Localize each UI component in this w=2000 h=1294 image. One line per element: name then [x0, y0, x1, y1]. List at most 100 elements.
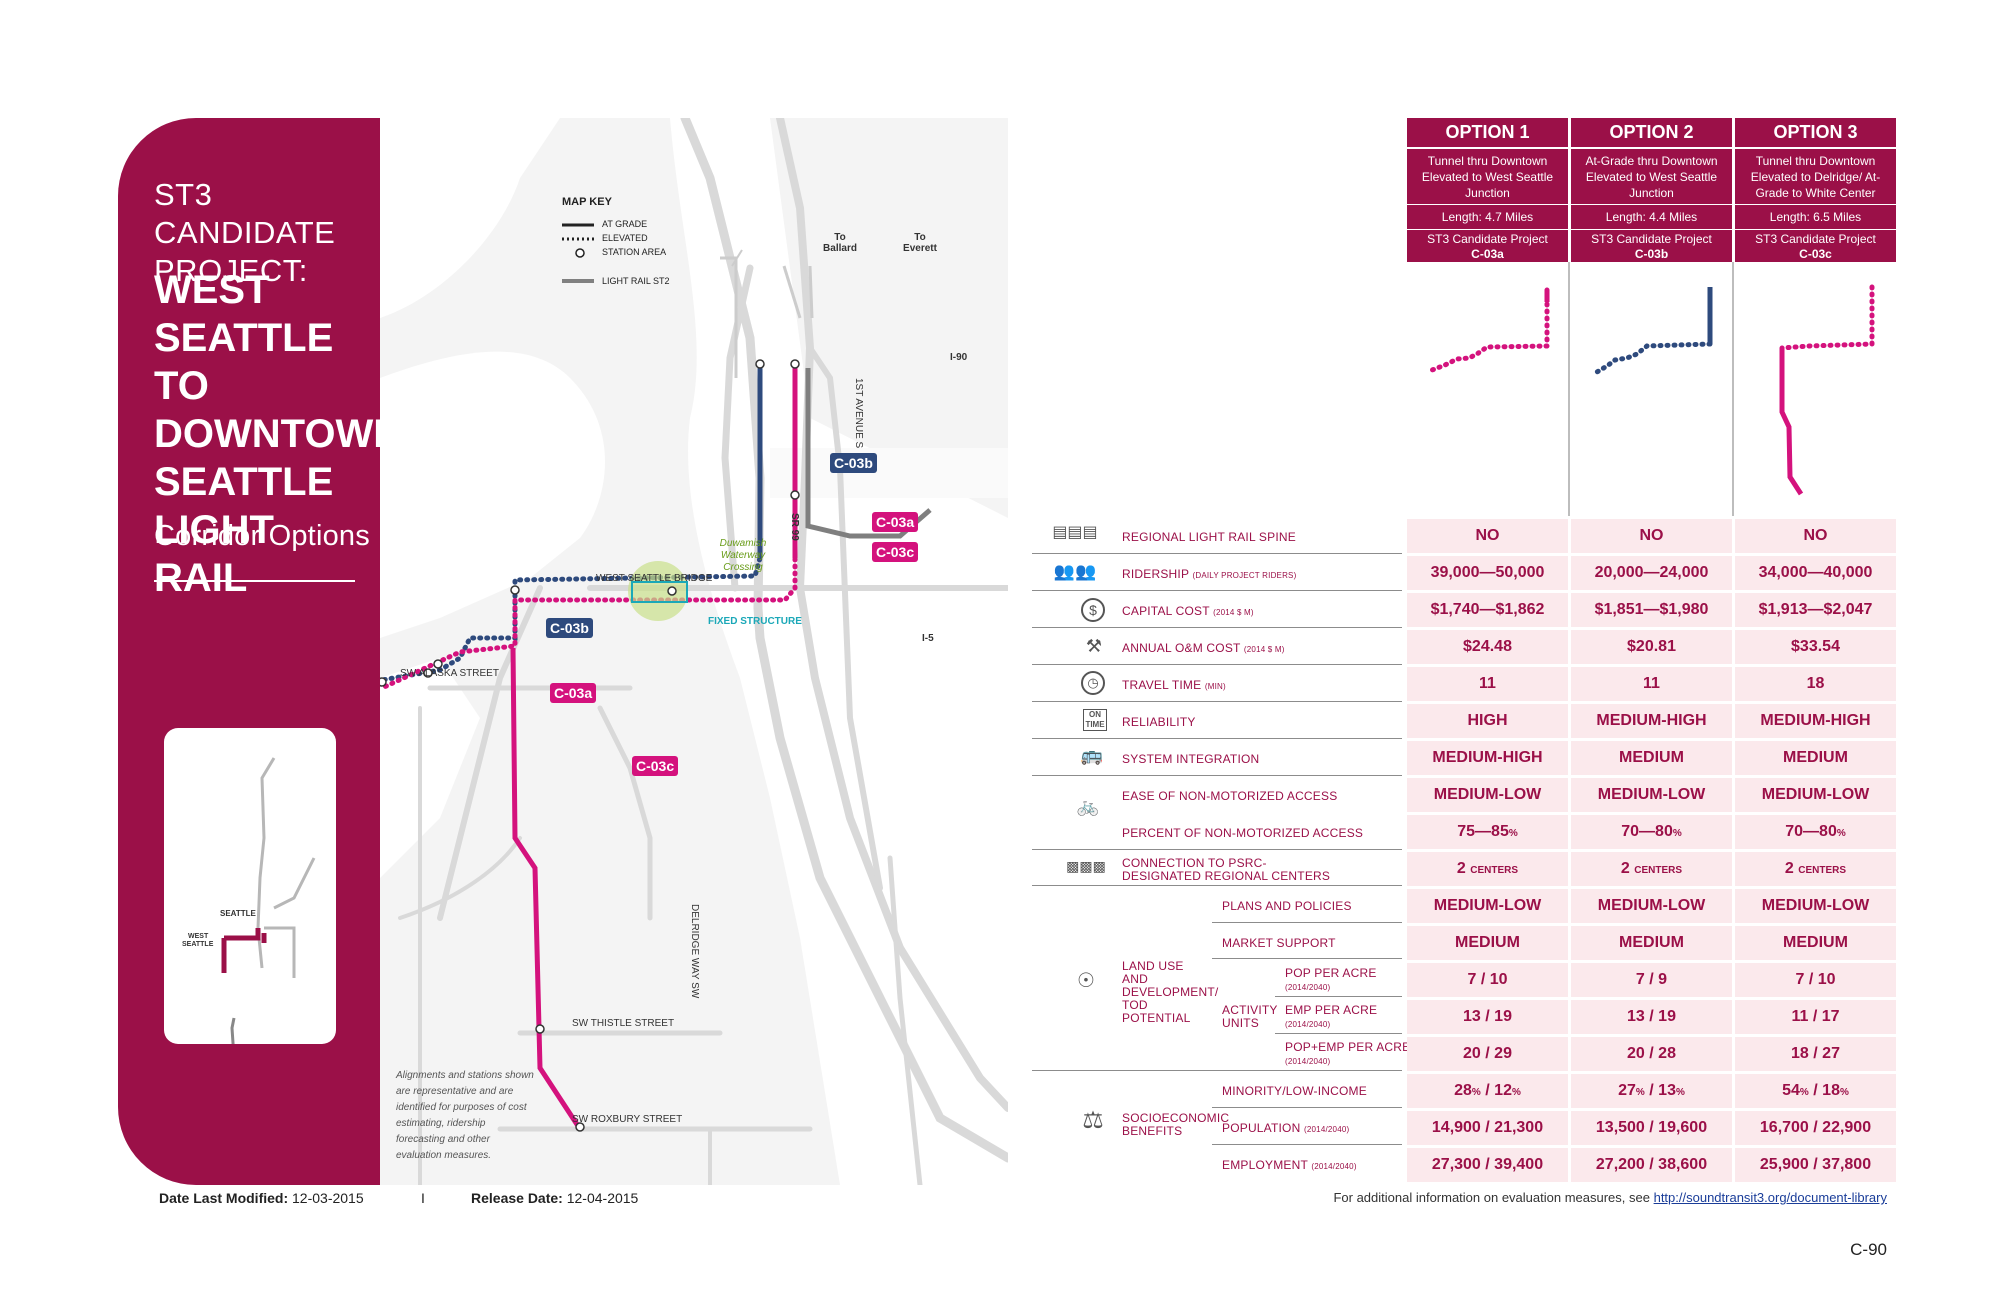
fixed-structure-label: FIXED STRUCTURE — [708, 616, 802, 627]
sr99-label: SR 99 — [789, 513, 800, 541]
badge-c03a-south: C-03a — [550, 683, 597, 703]
cell-capital-option-2: $1,851—$1,980 — [1571, 593, 1732, 627]
cell-popemp-acre-option-2: 20 / 28 — [1571, 1037, 1732, 1071]
label-spine: REGIONAL LIGHT RAIL SPINE — [1122, 530, 1296, 544]
cell-population-option-3: 16,700 / 22,900 — [1735, 1111, 1896, 1145]
page-subtitle: Corridor Options — [154, 520, 370, 552]
option-3-length: Length: 6.5 Miles — [1735, 205, 1896, 230]
cell-population-option-1: 14,900 / 21,300 — [1407, 1111, 1568, 1145]
label-integration: SYSTEM INTEGRATION — [1122, 752, 1260, 766]
cell-integration-option-2: MEDIUM — [1571, 741, 1732, 775]
page-number: C-90 — [1850, 1240, 1887, 1259]
column-separator — [1732, 262, 1734, 516]
label-reliability: RELIABILITY — [1122, 715, 1196, 729]
cell-pop-acre-option-2: 7 / 9 — [1571, 963, 1732, 997]
to-ballard-label: To Ballard — [823, 232, 857, 254]
skyline-icon: ▩▩▩ — [1066, 858, 1106, 874]
cell-capital-option-1: $1,740—$1,862 — [1407, 593, 1568, 627]
pre-title: ST3 CANDIDATE PROJECT: — [154, 177, 336, 288]
option-2-length: Length: 4.4 Miles — [1571, 205, 1732, 230]
cell-emp-acre-option-3: 11 / 17 — [1735, 1000, 1896, 1034]
label-capital: CAPITAL COST (2014 $ M) — [1122, 604, 1254, 618]
page-title: WEST SEATTLE TO DOWNTOWN SEATTLE LIGHT R… — [154, 268, 403, 600]
option-1-route — [1424, 287, 1550, 375]
cell-market-option-2: MEDIUM — [1571, 926, 1732, 960]
badge-c03c-north: C-03c — [872, 542, 919, 562]
on-time-icon: ON TIME — [1083, 709, 1107, 731]
cell-capital-option-3: $1,913—$2,047 — [1735, 593, 1896, 627]
cell-pop-acre-option-1: 7 / 10 — [1407, 963, 1568, 997]
cell-ease-access-option-2: MEDIUM-LOW — [1571, 778, 1732, 812]
roxbury-street-label: SW ROXBURY STREET — [572, 1114, 683, 1125]
label-popemp-acre: POP+EMP PER ACRE(2014/2040) — [1285, 1040, 1411, 1067]
label-plans: PLANS AND POLICIES — [1222, 899, 1352, 913]
label-ridership: RIDERSHIP (DAILY PROJECT RIDERS) — [1122, 567, 1297, 581]
badge-c03b-south: C-03b — [546, 618, 593, 638]
document-library-link[interactable]: http://soundtransit3.org/document-librar… — [1653, 1190, 1887, 1205]
svg-text:WEST: WEST — [188, 933, 209, 940]
west-seattle-bridge-label: WEST SEATTLE BRIDGE — [596, 573, 713, 584]
cell-population-option-2: 13,500 / 19,600 — [1571, 1111, 1732, 1145]
i90-label: I-90 — [950, 352, 968, 363]
option-3-details: Tunnel thru Downtown Elevated to Delridg… — [1735, 149, 1896, 262]
column-separator — [1568, 262, 1570, 516]
key-station-area: STATION AREA — [602, 247, 667, 257]
cell-integration-option-3: MEDIUM — [1735, 741, 1896, 775]
cell-employment-option-2: 27,200 / 38,600 — [1571, 1148, 1732, 1182]
cell-market-option-3: MEDIUM — [1735, 926, 1896, 960]
cell-psrc-option-3: 2 CENTERS — [1735, 852, 1896, 886]
cell-market-option-1: MEDIUM — [1407, 926, 1568, 960]
footer-divider: I — [421, 1190, 425, 1206]
label-minority: MINORITY/LOW-INCOME — [1222, 1084, 1367, 1098]
map-key-title: MAP KEY — [562, 196, 612, 208]
cell-reliability-option-2: MEDIUM-HIGH — [1571, 704, 1732, 738]
label-employment: EMPLOYMENT (2014/2040) — [1222, 1158, 1357, 1172]
cell-travel-option-2: 11 — [1571, 667, 1732, 701]
cell-ridership-option-2: 20,000—24,000 — [1571, 556, 1732, 590]
cell-psrc-option-2: 2 CENTERS — [1571, 852, 1732, 886]
label-land-use: LAND USE AND DEVELOPMENT/ TOD POTENTIAL — [1122, 959, 1219, 1025]
cell-ease-access-option-1: MEDIUM-LOW — [1407, 778, 1568, 812]
corridor-map: MAP KEY AT GRADE ELEVATED STATION AREA L… — [380, 118, 1008, 1185]
inset-seattle-label: SEATTLE — [220, 909, 257, 918]
cell-reliability-option-3: MEDIUM-HIGH — [1735, 704, 1896, 738]
cell-spine-option-2: NO — [1571, 519, 1732, 553]
cell-minority-option-3: 54% / 18% — [1735, 1074, 1896, 1108]
duwamish-label: Duwamish Waterway Crossing — [719, 538, 767, 573]
cell-pct-access-option-2: 70—80% — [1571, 815, 1732, 849]
i5-label: I-5 — [922, 633, 934, 644]
wrench-dollar-icon: ⚒ — [1085, 636, 1103, 656]
label-activity-units: ACTIVITY UNITS — [1222, 1003, 1278, 1030]
cell-travel-option-3: 18 — [1735, 667, 1896, 701]
label-pop-acre: POP PER ACRE(2014/2040) — [1285, 966, 1377, 993]
dollar-icon: $ — [1081, 598, 1105, 622]
option-1-header: OPTION 1 — [1407, 118, 1568, 147]
cell-minority-option-1: 28% / 12% — [1407, 1074, 1568, 1108]
cell-spine-option-1: NO — [1407, 519, 1568, 553]
title-panel: ST3 CANDIDATE PROJECT: WEST SEATTLE TO D… — [118, 118, 403, 1185]
option-1-details: Tunnel thru Downtown Elevated to West Se… — [1407, 149, 1568, 262]
bike-walk-icon: 🚲 — [1076, 796, 1100, 816]
label-travel: TRAVEL TIME (MIN) — [1122, 678, 1226, 692]
label-pct-access: PERCENT OF NON-MOTORIZED ACCESS — [1122, 826, 1364, 840]
footer-info: For additional information on evaluation… — [1333, 1190, 1887, 1205]
map-graphic — [380, 118, 1008, 1185]
cell-travel-option-1: 11 — [1407, 667, 1568, 701]
cell-pop-acre-option-3: 7 / 10 — [1735, 963, 1896, 997]
label-psrc: CONNECTION TO PSRC-DESIGNATED REGIONAL C… — [1122, 856, 1331, 883]
date-modified: Date Last Modified: 12-03-2015 — [159, 1190, 364, 1206]
label-socio: SOCIOECONOMIC BENEFITS — [1122, 1111, 1230, 1138]
release-date: Release Date: 12-04-2015 — [471, 1190, 639, 1206]
svg-text:SEATTLE: SEATTLE — [182, 941, 214, 948]
cell-plans-option-1: MEDIUM-LOW — [1407, 889, 1568, 923]
option-2-desc: At-Grade thru Downtown Elevated to West … — [1571, 149, 1732, 205]
locator-map-graphic: SEATTLE WEST SEATTLE — [182, 757, 316, 1059]
alaska-street-label: SW ALASKA STREET — [400, 668, 499, 679]
badge-c03b-north: C-03b — [830, 453, 877, 473]
cell-ease-access-option-3: MEDIUM-LOW — [1735, 778, 1896, 812]
tod-network-icon: ☉ — [1077, 970, 1095, 992]
cell-emp-acre-option-1: 13 / 19 — [1407, 1000, 1568, 1034]
cell-minority-option-2: 27% / 13% — [1571, 1074, 1732, 1108]
key-light-rail-st2: LIGHT RAIL ST2 — [602, 276, 670, 286]
